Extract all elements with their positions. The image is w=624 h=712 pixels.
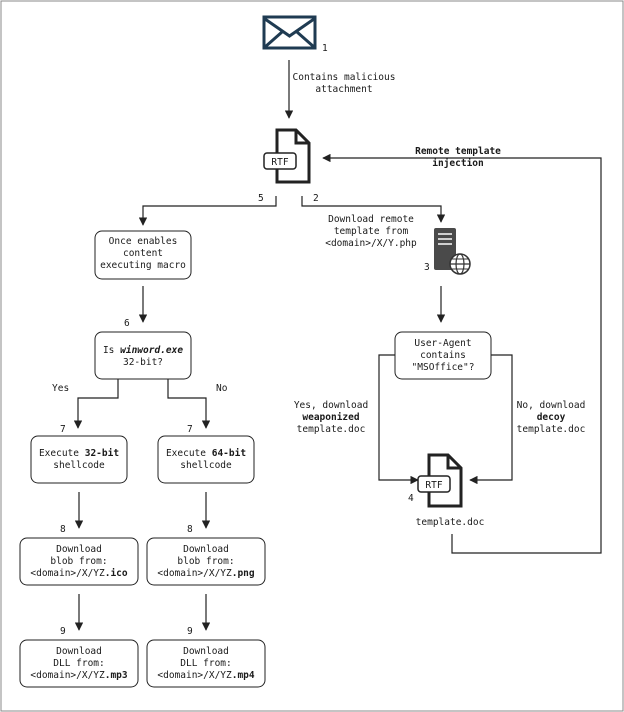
yes-download-1: Yes, download — [294, 400, 368, 411]
server-icon — [434, 228, 471, 275]
download-dll-mp3-box — [19, 639, 139, 688]
step-number-7b: 7 — [187, 424, 193, 435]
enable-text-3: executing macro — [100, 260, 186, 271]
arrow-no — [167, 379, 211, 429]
yes-label: Yes — [52, 383, 69, 394]
template-rtf-badge: RTF — [425, 480, 442, 491]
dll-mp4-text-3: <domain>/X/YZ.mp4 — [157, 670, 255, 681]
step-number-8b: 8 — [187, 524, 193, 535]
dll-mp4-text-2: DLL from: — [180, 658, 231, 669]
execute-32bit-box — [30, 435, 128, 484]
step-number-3: 3 — [424, 262, 430, 273]
blob-ico-text-1: Download — [56, 544, 102, 555]
execute-64bit-box — [157, 435, 255, 484]
execute-32-text-1: Execute 32-bit — [39, 448, 119, 459]
no-download-3: template.doc — [517, 424, 586, 435]
arrow-no-decoy — [469, 354, 513, 485]
step-number-5: 5 — [258, 193, 264, 204]
envelope-icon — [262, 15, 317, 50]
edge-label-attachment: attachment — [315, 84, 372, 95]
execute-64-text-2: shellcode — [180, 460, 232, 471]
no-label: No — [216, 383, 228, 394]
remote-injection-label: Remote template — [415, 146, 501, 157]
dll-mp3-text-3: <domain>/X/YZ.mp3 — [30, 670, 128, 681]
no-download-1: No, download — [517, 400, 586, 411]
step-number-4: 4 — [408, 493, 414, 504]
enable-text-2: content — [123, 248, 163, 259]
download-remote-text-1: Download remote — [328, 214, 414, 225]
download-remote-text-2: template from — [334, 226, 409, 237]
arrow-yes — [73, 379, 119, 429]
step-number-1: 1 — [322, 43, 328, 54]
dll-mp3-text-1: Download — [56, 646, 102, 657]
rtf-badge-label: RTF — [271, 157, 288, 168]
download-blob-png-box — [146, 537, 266, 586]
useragent-text-2: contains — [420, 350, 466, 361]
step-number-9a: 9 — [60, 626, 66, 637]
step-number-2: 2 — [313, 193, 319, 204]
dll-mp3-text-2: DLL from: — [53, 658, 104, 669]
enable-text-1: Once enables — [109, 236, 178, 247]
arrow-remote-injection-loop — [322, 153, 602, 554]
template-document-icon — [417, 453, 463, 508]
execute-32-text-2: shellcode — [53, 460, 105, 471]
blob-png-text-3: <domain>/X/YZ.png — [157, 568, 255, 579]
blob-ico-text-2: blob from: — [50, 556, 107, 567]
arrow-step-2 — [301, 196, 446, 223]
no-download-2: decoy — [537, 412, 566, 423]
download-remote-text-3: <domain>/X/Y.php — [325, 238, 417, 249]
step-number-8a: 8 — [60, 524, 66, 535]
blob-ico-text-3: <domain>/X/YZ.ico — [30, 568, 128, 579]
arrow-step-5 — [138, 196, 277, 226]
template-doc-caption: template.doc — [416, 517, 485, 528]
winword-text-2: 32-bit? — [123, 357, 163, 368]
useragent-text-3: "MSOffice"? — [412, 362, 475, 373]
remote-injection-label-2: injection — [432, 158, 483, 169]
winword-text-1: Is winword.exe — [103, 345, 183, 356]
step-number-9b: 9 — [187, 626, 193, 637]
blob-png-text-1: Download — [183, 544, 229, 555]
useragent-text-1: User-Agent — [414, 338, 471, 349]
edge-label-contains: Contains malicious — [293, 72, 396, 83]
yes-download-3: template.doc — [297, 424, 366, 435]
step-number-6: 6 — [124, 318, 130, 329]
yes-download-2: weaponized — [302, 412, 359, 423]
enable-content-box — [94, 230, 192, 280]
winword-check-box — [94, 331, 192, 380]
rtf-document-icon — [263, 128, 311, 184]
download-dll-mp4-box — [146, 639, 266, 688]
blob-png-text-2: blob from: — [177, 556, 234, 567]
download-blob-ico-box — [19, 537, 139, 586]
dll-mp4-text-1: Download — [183, 646, 229, 657]
step-number-7a: 7 — [60, 424, 66, 435]
execute-64-text-1: Execute 64-bit — [166, 448, 246, 459]
arrow-yes-weaponized — [378, 354, 419, 485]
